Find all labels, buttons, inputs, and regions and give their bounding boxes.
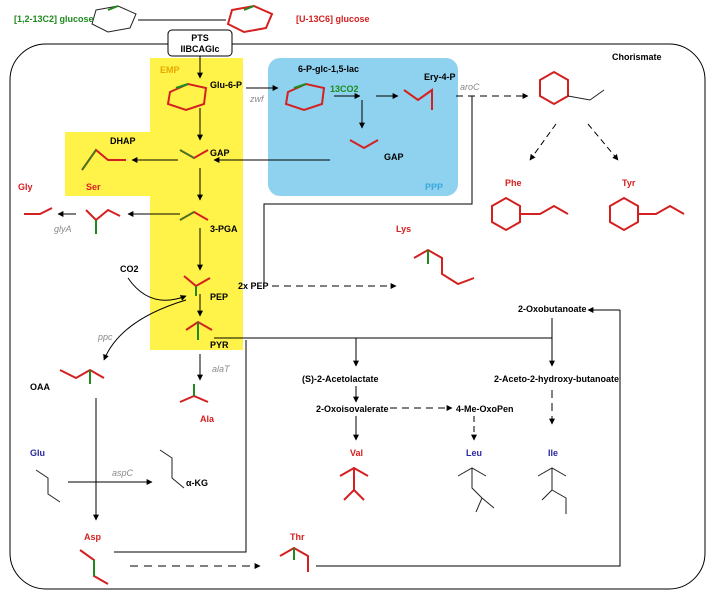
- chorismate-structure: [539, 70, 605, 106]
- glu6p-structure: [166, 82, 208, 112]
- metabolite-co2: CO2: [120, 264, 139, 274]
- metabolite-pyr: PYR: [210, 340, 229, 350]
- metabolite-chorismate: Chorismate: [612, 52, 662, 62]
- glucose-u-structure: [226, 4, 274, 34]
- metabolite-3pga: 3-PGA: [210, 224, 238, 234]
- amino-thr: Thr: [290, 532, 305, 542]
- leu-structure: [457, 467, 495, 513]
- enzyme-alat: alaT: [212, 364, 231, 374]
- tyr-structure: [609, 196, 685, 232]
- dhap-structure: [81, 148, 126, 171]
- enzyme-aspc: aspC: [112, 468, 134, 478]
- emp-label: EMP: [160, 65, 180, 75]
- metabolite-oaa: OAA: [30, 382, 51, 392]
- metabolite-pep: PEP: [210, 292, 228, 302]
- amino-ala: Ala: [200, 414, 215, 424]
- amino-tyr: Tyr: [622, 178, 636, 188]
- ile-structure: [537, 467, 567, 514]
- enzyme-zwf: zwf: [249, 94, 265, 104]
- metabolite-acetolactate: (S)-2-Acetolactate: [302, 374, 379, 384]
- amino-lys: Lys: [396, 224, 411, 234]
- metabolite-2oxobutanoate: 2-Oxobutanoate: [518, 304, 587, 314]
- ser-structure: [85, 208, 121, 234]
- enzyme-aroc: aroC: [460, 82, 480, 92]
- lys-structure: [413, 248, 475, 286]
- substrate-glucose-12: [1,2-13C2] glucose: [14, 14, 94, 24]
- gap-structure: [179, 149, 209, 160]
- iibca-label: IIBCAGlc: [180, 44, 219, 54]
- amino-asp: Asp: [84, 532, 102, 542]
- amino-glu: Glu: [30, 448, 45, 458]
- pyr-structure: [185, 320, 213, 340]
- gly-structure: [24, 207, 53, 215]
- metabolite-4meoxopen: 4-Me-OxoPen: [456, 404, 514, 414]
- ala-structure: [179, 384, 209, 403]
- ery4p-structure: [403, 88, 433, 110]
- metabolite-acetohydroxybutanoate: 2-Aceto-2-hydroxy-butanoate: [494, 374, 619, 384]
- metabolite-dhap: DHAP: [110, 136, 136, 146]
- amino-ser: Ser: [86, 182, 101, 192]
- metabolite-gap-ppp: GAP: [384, 152, 404, 162]
- amino-ile: Ile: [548, 448, 558, 458]
- phe-structure: [491, 196, 569, 232]
- enzyme-ppc: ppc: [97, 332, 113, 342]
- glucose-12-structure: [91, 5, 137, 33]
- glc6lac-structure: [284, 82, 326, 112]
- metabolite-gap: GAP: [210, 148, 230, 158]
- pts-label: PTS: [191, 33, 209, 43]
- metabolite-2oxoisovalerate: 2-Oxoisovalerate: [316, 404, 389, 414]
- amino-gly: Gly: [18, 182, 33, 192]
- val-structure: [339, 466, 369, 501]
- pep-structure: [183, 275, 211, 296]
- metabolite-ery4p: Ery-4-P: [424, 72, 456, 82]
- gap-ppp-structure: [349, 139, 379, 150]
- akg-structure: [159, 449, 185, 489]
- metabolite-13co2: 13CO2: [330, 84, 359, 94]
- thr-structure: [279, 546, 309, 572]
- metabolite-6pglc15lac: 6-P-glc-1,5-lac: [298, 64, 359, 74]
- enzyme-glya: glyA: [54, 224, 72, 234]
- ppp-label: PPP: [425, 182, 443, 192]
- emp-region: [65, 58, 243, 350]
- cell-membrane: [9, 43, 706, 590]
- metabolite-glu6p: Glu-6-P: [210, 80, 242, 90]
- amino-phe: Phe: [505, 178, 522, 188]
- metabolite-2xpep: 2x PEP: [238, 281, 269, 291]
- pga3-structure: [179, 210, 209, 221]
- substrate-glucose-u: [U-13C6] glucose: [296, 14, 370, 24]
- asp-structure: [79, 549, 109, 585]
- metabolite-akg: α-KG: [186, 478, 208, 488]
- glu-structure: [35, 469, 61, 503]
- amino-leu: Leu: [466, 448, 482, 458]
- oaa-structure: [59, 368, 105, 384]
- amino-val: Val: [350, 448, 363, 458]
